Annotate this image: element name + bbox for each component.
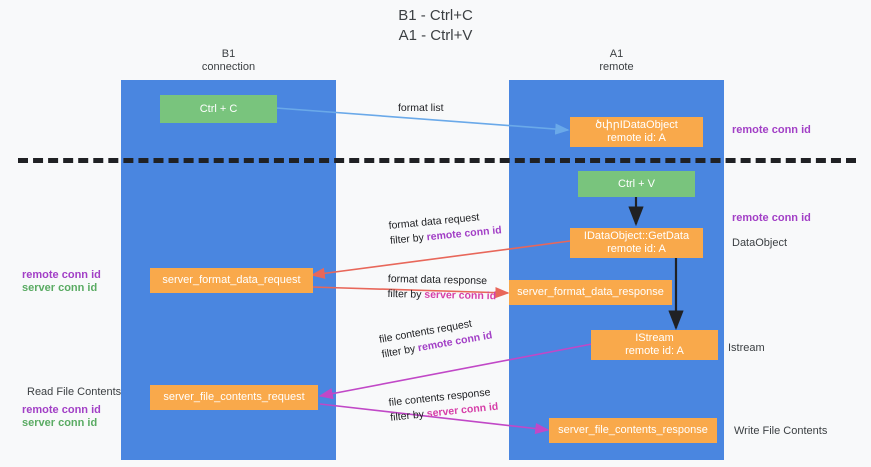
node-ctrl-c[interactable]: Ctrl + C xyxy=(160,95,277,123)
filter-by-text: filter by xyxy=(387,287,425,301)
node-server-file-contents-response[interactable]: server_file_contents_response xyxy=(549,418,717,443)
lane-title-a1: A1 remote xyxy=(599,48,634,73)
annotation-dataobject: DataObject xyxy=(732,237,788,249)
phase-divider xyxy=(18,158,856,163)
edge-label-file-contents-request: file contents request filter by remote c… xyxy=(378,314,494,363)
filter-by-text: filter by xyxy=(389,408,428,424)
edge-label-format-list-text: format list xyxy=(398,102,444,114)
diagram-title: B1 - Ctrl+C A1 - Ctrl+V xyxy=(398,7,473,44)
annotation-left-server-conn-id-2: server conn id xyxy=(22,417,98,429)
annotation-remote-conn-id-mid: remote conn id xyxy=(732,212,811,224)
node-ctrl-v[interactable]: Ctrl + V xyxy=(578,171,695,197)
annotation-left-server-conn-id: server conn id xyxy=(22,282,98,294)
lane-title-b1: B1 connection xyxy=(201,48,256,73)
annotation-read-file-contents: Read File Contents xyxy=(27,386,122,398)
annotation-remote-conn-id-top: remote conn id xyxy=(732,124,811,136)
filter-by-text: filter by xyxy=(389,231,428,247)
node-idataobject-remote[interactable]: ծփրIDataObject remote id: A xyxy=(570,117,703,147)
node-server-format-data-response[interactable]: server_format_data_response xyxy=(509,280,672,305)
annotation-left-remote-conn-id: remote conn id xyxy=(22,269,101,281)
annotation-write-file-contents: Write File Contents xyxy=(734,425,828,437)
edge-label-file-contents-response: file contents response filter by server … xyxy=(388,385,499,426)
annotation-left-remote-conn-id-2: remote conn id xyxy=(22,404,101,416)
annotation-istream: Istream xyxy=(728,342,765,354)
node-idataobject-getdata[interactable]: IDataObject::GetData remote id: A xyxy=(570,228,703,258)
node-server-file-contents-request[interactable]: server_file_contents_request xyxy=(150,385,318,410)
edge-line2: filter by server conn id xyxy=(387,287,496,304)
server-conn-id-highlight: server conn id xyxy=(424,288,497,303)
node-server-format-data-request[interactable]: server_format_data_request xyxy=(150,268,313,293)
node-istream[interactable]: IStream remote id: A xyxy=(591,330,718,360)
edge-label-format-data-response: format data response filter by server co… xyxy=(387,272,496,304)
edge-label-format-list: format list xyxy=(398,101,444,116)
edge-label-format-data-request: format data request filter by remote con… xyxy=(388,208,502,249)
